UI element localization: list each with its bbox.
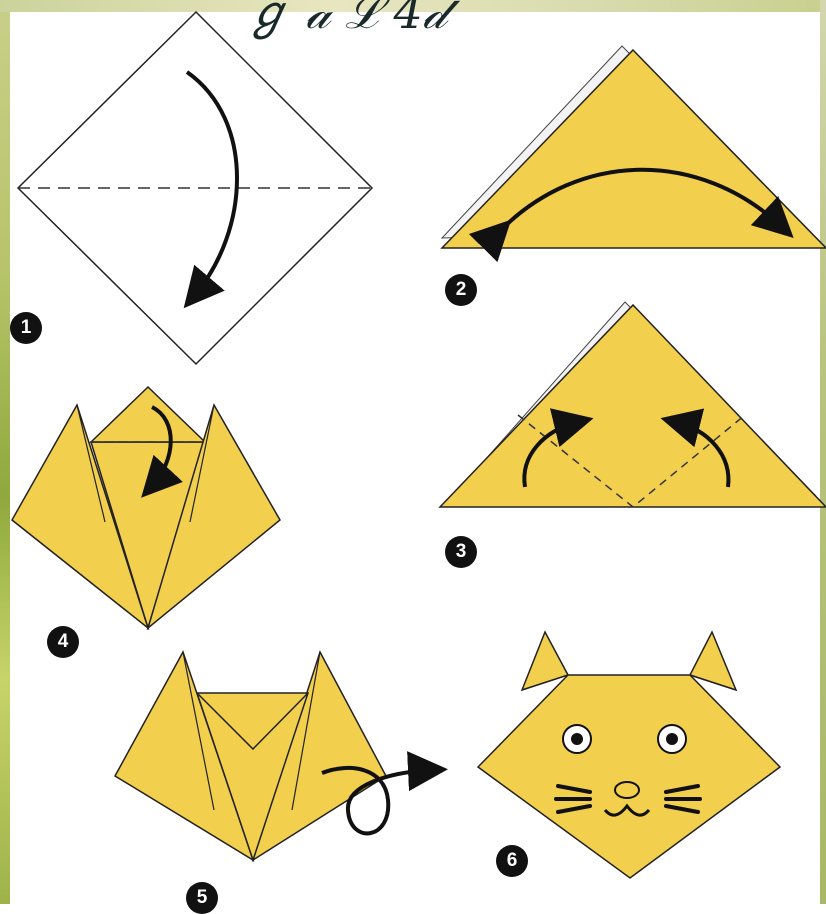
step-6-diagram <box>478 632 780 878</box>
step-1-badge: 1 <box>10 312 42 344</box>
step-3-badge: 3 <box>445 536 477 568</box>
step-4-badge: 4 <box>47 626 79 658</box>
step-4-diagram <box>12 387 280 628</box>
paper-triangle-shape <box>440 305 826 507</box>
step-3-diagram <box>440 302 826 507</box>
step-5-diagram <box>115 652 432 860</box>
paper-triangle-shape <box>442 50 826 248</box>
header-script-text: ℊ 𝒶 ℒ 4𝒹 <box>245 0 461 40</box>
step-6-badge: 6 <box>496 845 528 877</box>
step-1-diagram <box>18 12 372 364</box>
cat-face-shape <box>478 675 780 878</box>
step-2-badge: 2 <box>445 274 477 306</box>
cat-right-pupil <box>666 733 678 745</box>
cat-nose <box>615 782 639 798</box>
step-5-badge: 5 <box>186 882 218 914</box>
cat-left-pupil <box>571 733 583 745</box>
top-flap-shape <box>91 387 205 442</box>
step-2-diagram <box>442 46 826 248</box>
